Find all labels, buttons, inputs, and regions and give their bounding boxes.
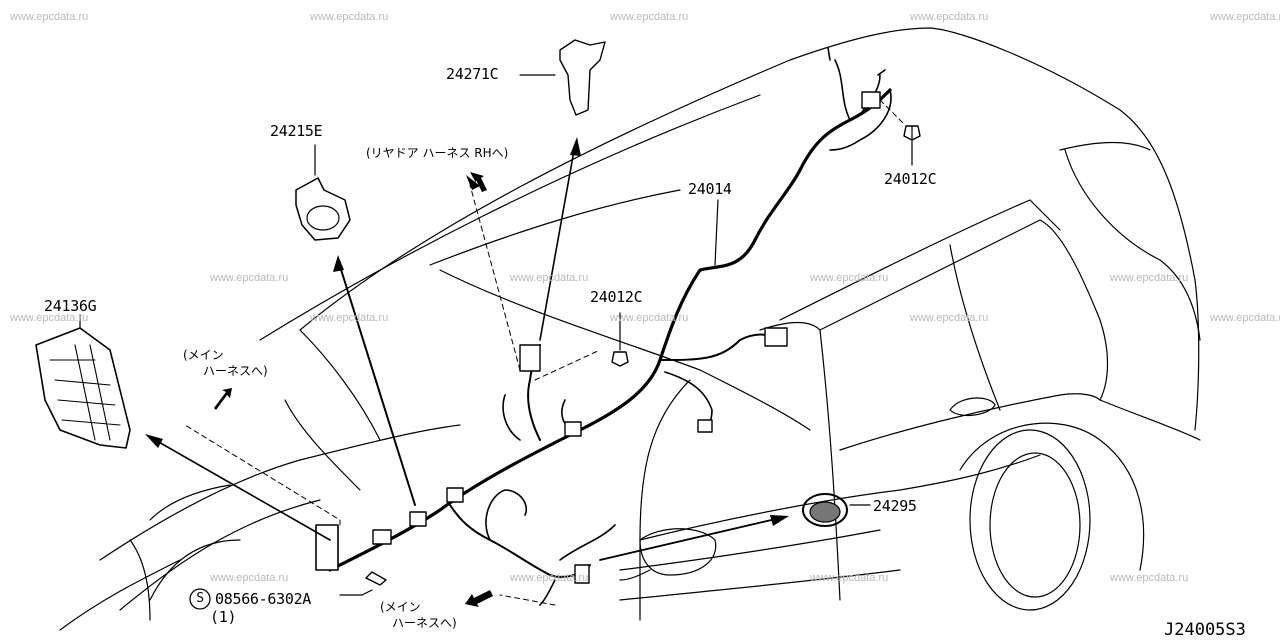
note-main-harness-top-line1: (メイン bbox=[183, 348, 224, 362]
watermark: www.epcdata.ru bbox=[1210, 11, 1280, 23]
part-label-24271c: 24271C bbox=[446, 65, 499, 83]
watermark: www.epcdata.ru bbox=[10, 11, 89, 23]
note-main-harness-bottom-line2: ハーネスへ) bbox=[392, 616, 457, 630]
watermark: www.epcdata.ru bbox=[1110, 272, 1189, 284]
watermark: www.epcdata.ru bbox=[510, 272, 589, 284]
part-label-24012c-mid: 24012C bbox=[590, 288, 643, 306]
part-label-08566-6302a: 08566-6302A bbox=[215, 590, 312, 608]
screw-symbol-s: S bbox=[196, 591, 204, 606]
watermark: www.epcdata.ru bbox=[610, 11, 689, 23]
watermark: www.epcdata.ru bbox=[1210, 312, 1280, 324]
diagram-code: J24005S3 bbox=[1164, 620, 1246, 640]
part-label-24295: 24295 bbox=[873, 497, 917, 515]
note-main-harness-bottom-line1: (メイン bbox=[380, 600, 421, 614]
part-label-24215e: 24215E bbox=[270, 122, 323, 140]
watermark: www.epcdata.ru bbox=[210, 272, 289, 284]
watermark: www.epcdata.ru bbox=[310, 11, 389, 23]
part-label-24136g: 24136G bbox=[44, 297, 97, 315]
watermark: www.epcdata.ru bbox=[510, 572, 589, 584]
watermark: www.epcdata.ru bbox=[910, 312, 989, 324]
watermark: www.epcdata.ru bbox=[1110, 572, 1189, 584]
watermark: www.epcdata.ru bbox=[210, 572, 289, 584]
note-rear-door-harness: (リヤドア ハーネス RHへ) bbox=[366, 146, 509, 160]
note-main-harness-top-line2: ハーネスへ) bbox=[203, 364, 268, 378]
watermark: www.epcdata.ru bbox=[610, 312, 689, 324]
part-quantity: (1) bbox=[210, 608, 237, 626]
watermark: www.epcdata.ru bbox=[10, 312, 89, 324]
watermark: www.epcdata.ru bbox=[910, 11, 989, 23]
watermark: www.epcdata.ru bbox=[810, 272, 889, 284]
part-label-24014: 24014 bbox=[688, 180, 732, 198]
watermark: www.epcdata.ru bbox=[810, 572, 889, 584]
watermark: www.epcdata.ru bbox=[310, 312, 389, 324]
part-label-24012c-top: 24012C bbox=[884, 170, 937, 188]
